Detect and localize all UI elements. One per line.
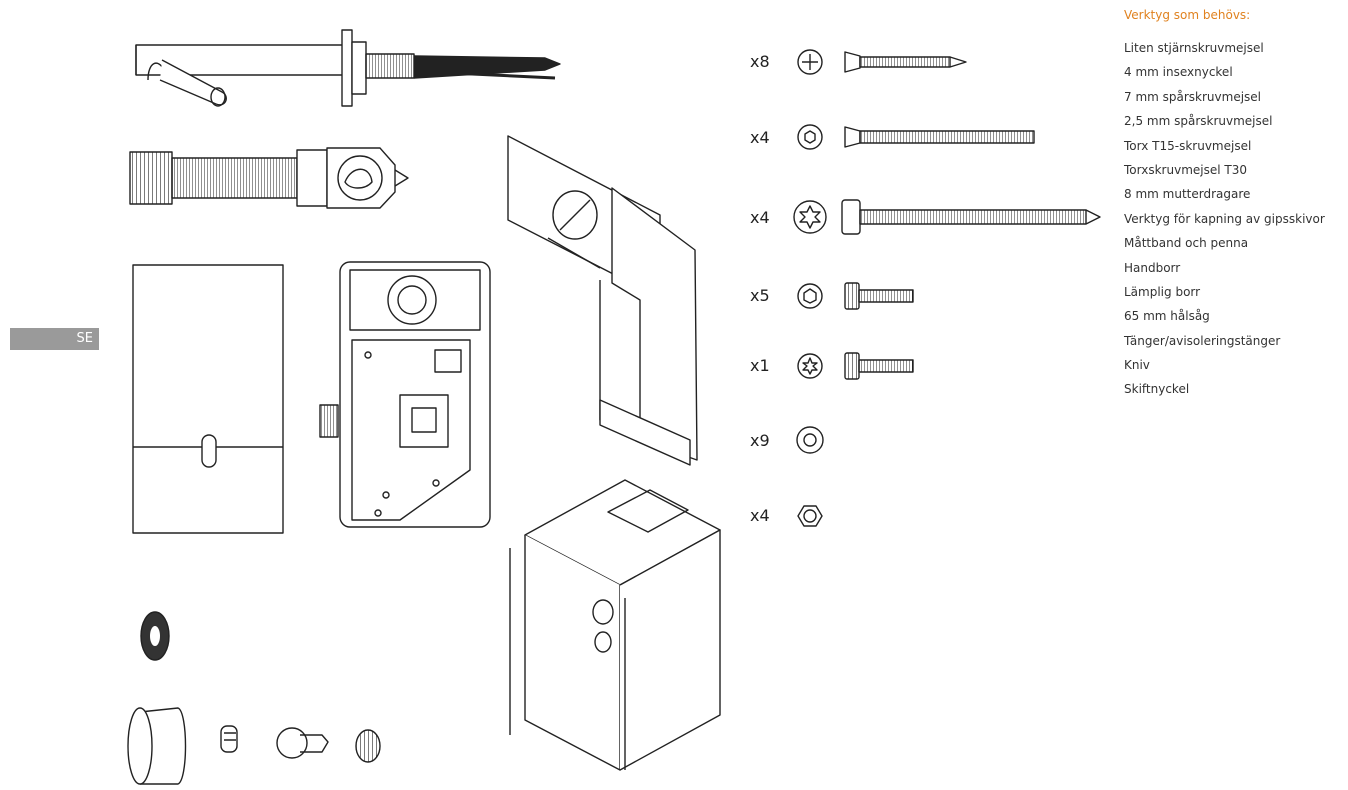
hardware-qty: x5	[750, 286, 770, 305]
install-box	[509, 479, 721, 771]
list-item: Verktyg för kapning av gipsskivor	[1124, 211, 1325, 226]
hardware-qty: x9	[750, 431, 770, 450]
torx-head-icon	[793, 200, 827, 234]
small-parts	[127, 707, 381, 785]
flex-hose	[129, 147, 409, 209]
hex-nut-icon	[797, 505, 823, 527]
tools-title: Verktyg som behövs:	[1124, 8, 1251, 22]
list-item: Lämplig borr	[1124, 284, 1201, 299]
list-item: Skiftnyckel	[1124, 382, 1190, 397]
list-item: 65 mm hålsåg	[1124, 309, 1210, 324]
faucet-spout	[135, 29, 561, 107]
tools-panel: Verktyg som behövs: Liten stjärnskruvmej…	[1124, 8, 1344, 402]
list-item: Kniv	[1124, 358, 1150, 373]
language-tab: SE	[10, 328, 99, 350]
list-item: Torxskruvmejsel T30	[1124, 162, 1247, 177]
list-item: Liten stjärnskruvmejsel	[1124, 41, 1264, 55]
list-item: Handborr	[1124, 260, 1181, 275]
tools-list: Liten stjärnskruvmejsel 4 mm insexnyckel…	[1124, 36, 1344, 402]
torx-head-icon	[797, 353, 823, 379]
hex-socket-head-icon	[797, 124, 823, 150]
list-item: Måttband och penna	[1124, 236, 1249, 251]
washer-icon	[796, 426, 824, 454]
phillips-head-icon	[797, 49, 823, 75]
list-item: Tänger/avisoleringstänger	[1124, 333, 1281, 348]
hardware-qty: x4	[750, 506, 770, 525]
hardware-qty: x4	[750, 208, 770, 227]
hex-socket-head-icon	[797, 283, 823, 309]
hardware-qty: x1	[750, 356, 770, 375]
cover-panel	[132, 264, 284, 534]
list-item: 8 mm mutterdragare	[1124, 187, 1251, 202]
list-item: 7 mm spårskruvmejsel	[1124, 89, 1262, 104]
list-item: 4 mm insexnyckel	[1124, 65, 1233, 80]
hardware-qty: x8	[750, 52, 770, 71]
mounting-bracket	[507, 135, 698, 466]
hardware-qty: x4	[750, 128, 770, 147]
list-item: Torx T15-skruvmejsel	[1124, 138, 1252, 153]
control-unit	[319, 261, 491, 528]
list-item: 2,5 mm spårskruvmejsel	[1124, 114, 1273, 129]
